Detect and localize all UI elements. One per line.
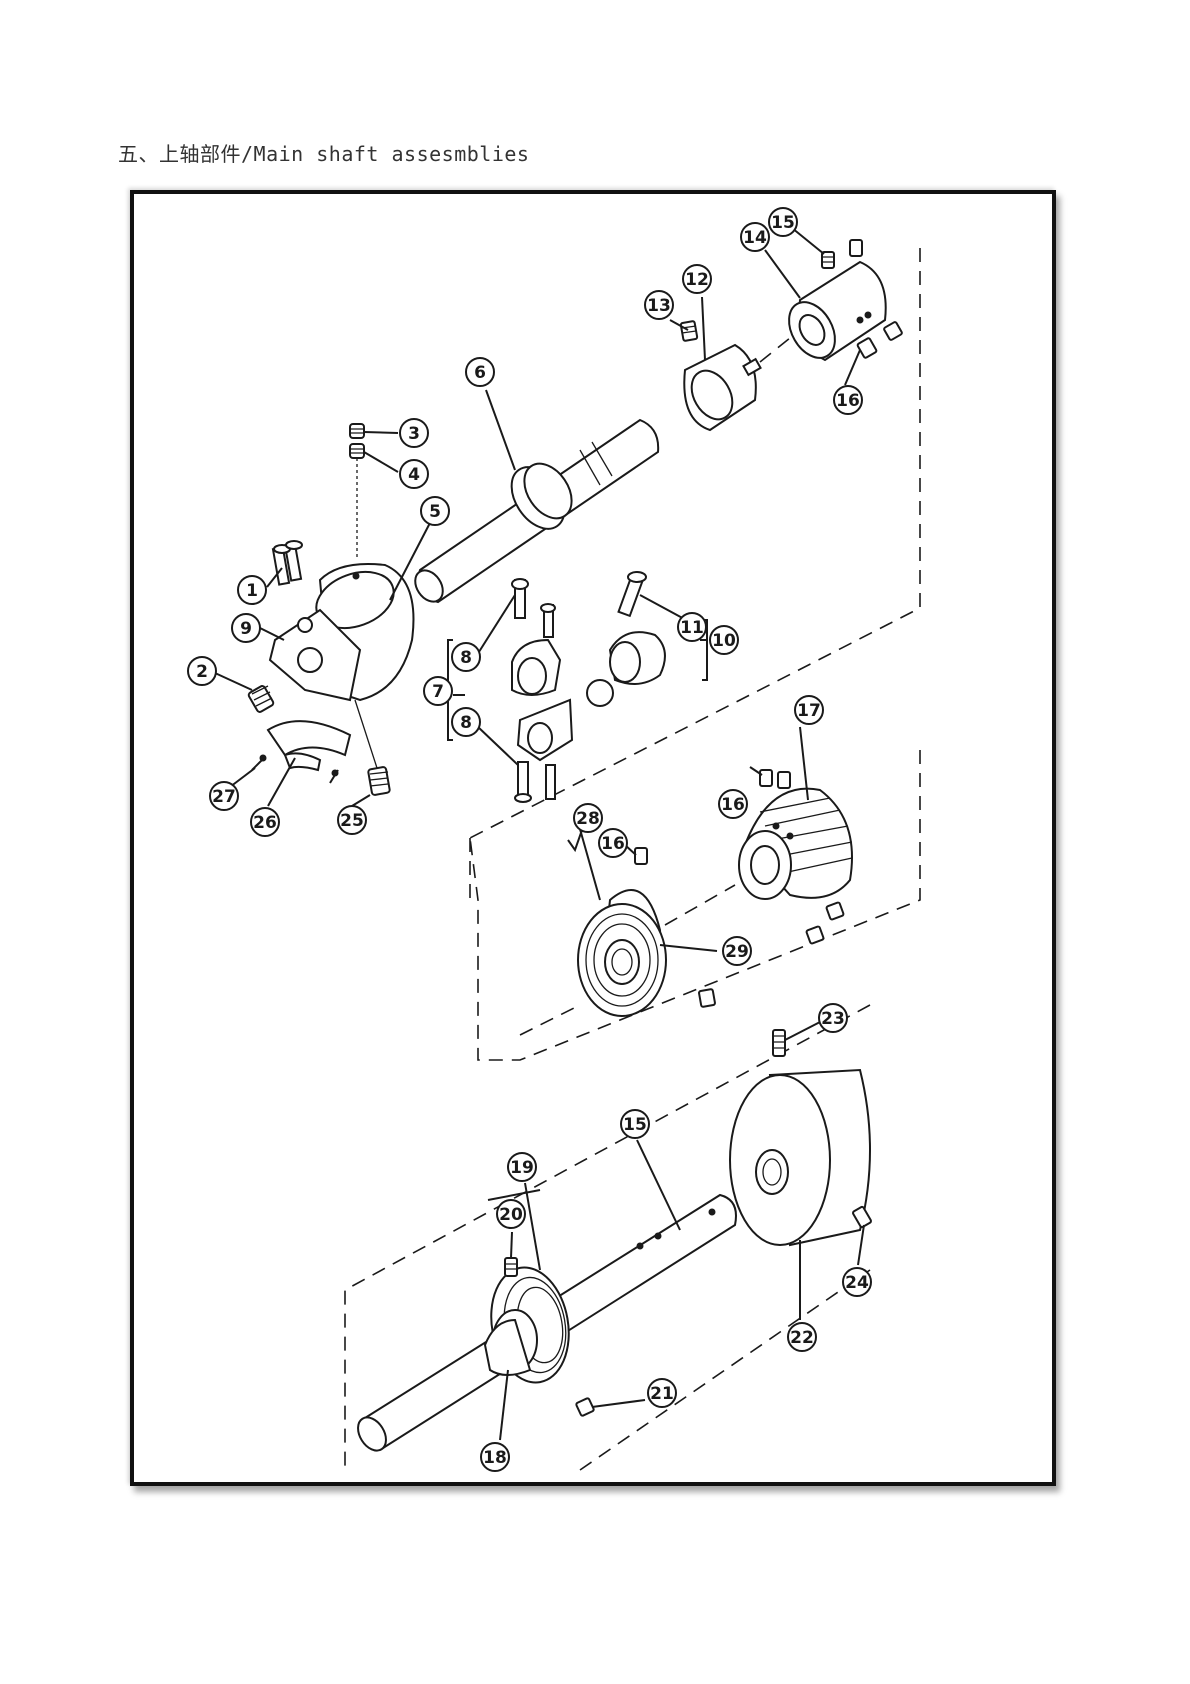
callout-number: 29 [725,942,749,962]
callout-number: 26 [253,813,277,833]
callout-number: 27 [212,787,236,807]
callout-1: 1 [238,576,266,604]
set-screw-22 [576,1398,595,1417]
callout-number: 23 [821,1009,845,1029]
callout-28: 28 [574,804,602,832]
callout-number: 24 [845,1273,869,1293]
ball-joint [587,572,665,706]
set-screw-16-pulley [635,848,647,864]
callout-7: 7 [424,677,452,705]
pulley-18 [520,885,735,1035]
callout-number: 1 [246,581,258,601]
callout-number: 11 [680,618,704,638]
callout-13: 13 [645,291,673,319]
callout-18: 18 [481,1443,509,1471]
callout-number: 19 [510,1158,534,1178]
callout-16: 16 [599,829,627,857]
callout-number: 10 [712,631,736,651]
callout-25: 25 [338,806,366,834]
callout-number: 3 [408,424,420,444]
callout-number: 25 [340,811,364,831]
callout-8: 8 [452,643,480,671]
set-screw-15 [822,252,834,268]
assembly-outline-upper [470,248,920,900]
callout-number: 9 [240,619,252,639]
callout-number: 20 [499,1205,523,1225]
set-screw-3 [350,424,364,438]
callout-number: 7 [432,682,444,702]
callout-26: 26 [251,808,279,836]
callout-10: 10 [710,626,738,654]
callout-number: 5 [429,502,441,522]
callout-22: 22 [788,1323,816,1351]
set-screw-25 [773,1030,785,1056]
callout-16: 16 [834,386,862,414]
callout-14: 14 [741,223,769,251]
callout-19: 19 [508,1153,536,1181]
callout-number: 8 [460,713,472,733]
callout-number: 12 [685,270,709,290]
link-assembly [512,579,572,802]
callout-27: 27 [210,782,238,810]
pulley-21 [483,1261,578,1388]
callout-number: 18 [483,1448,507,1468]
handwheel-24 [730,1070,870,1245]
cover-plate-28 [268,721,350,770]
callout-4: 4 [400,460,428,488]
callout-12: 12 [683,265,711,293]
set-screw-13 [681,321,698,341]
callout-number: 2 [196,662,208,682]
callout-11: 11 [678,613,706,641]
callout-number: 15 [623,1115,647,1135]
callout-number: 16 [601,834,625,854]
callout-number: 13 [647,296,671,316]
collar-12 [683,330,800,430]
callout-number: 6 [474,363,486,383]
bracket-17 [568,830,582,850]
callout-24: 24 [843,1268,871,1296]
callout-number: 28 [576,809,600,829]
set-screw-4 [350,444,364,560]
set-screw-pulley-lower [699,989,716,1007]
callout-number: 16 [721,795,745,815]
bracket-21 [488,1190,540,1200]
callout-21: 21 [648,1379,676,1407]
set-screw-15-lower [505,1258,517,1276]
callout-9: 9 [232,614,260,642]
callout-number: 17 [797,701,821,721]
callout-number: 4 [408,465,420,485]
callout-23: 23 [819,1004,847,1032]
gear-19 [739,789,852,899]
callout-17: 17 [795,696,823,724]
callout-number: 8 [460,648,472,668]
callout-3: 3 [400,419,428,447]
callout-20: 20 [497,1200,525,1228]
callout-number: 21 [650,1384,674,1404]
callout-29: 29 [723,937,751,965]
callout-number: 16 [836,391,860,411]
callout-5: 5 [421,497,449,525]
callout-15: 15 [769,208,797,236]
callout-number: 14 [743,228,767,248]
callout-number: 22 [790,1328,814,1348]
crank-counterweight [270,562,413,700]
screw-1 [273,541,302,585]
callout-8: 8 [452,708,480,736]
assembly-outline-middle [470,750,920,1060]
callout-2: 2 [188,657,216,685]
callout-6: 6 [466,358,494,386]
callout-16: 16 [719,790,747,818]
callout-15: 15 [621,1110,649,1138]
callout-number: 15 [771,213,795,233]
